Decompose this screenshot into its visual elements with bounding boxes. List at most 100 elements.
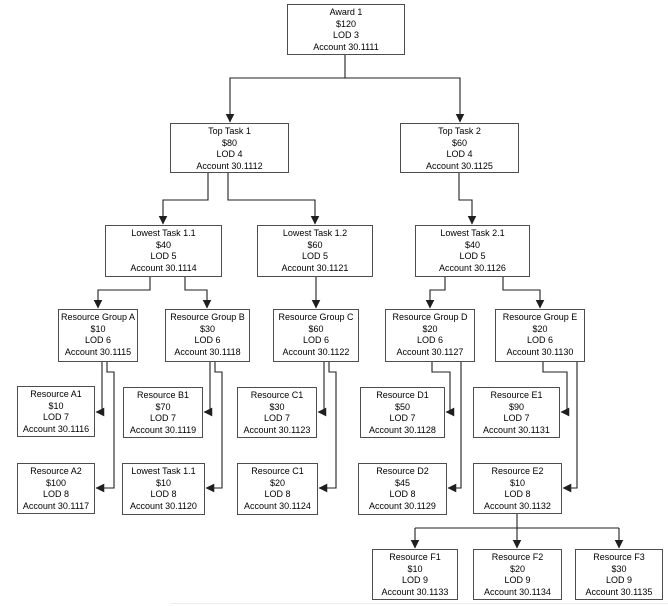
node-resource-e1: Resource E1 $90 LOD 7 Account 30.1131 (473, 387, 560, 438)
node-title: Top Task 1 (208, 126, 251, 136)
node-amount: $30 (269, 401, 285, 412)
node-top-task-2: Top Task 2 $60 LOD 4 Account 30.1125 (400, 123, 519, 173)
node-amount: $45 (394, 477, 411, 488)
node-title: Resource F3 (593, 552, 645, 562)
node-lod: LOD 7 (503, 413, 530, 423)
node-amount: $80 (221, 137, 238, 148)
node-lowest-task-1-1-lod8: Lowest Task 1.1 $10 LOD 8 Account 30.112… (122, 463, 205, 515)
node-resource-group-b: Resource Group B $30 LOD 6 Account 30.11… (165, 309, 250, 362)
edge-lowestTask11-groupA (93, 277, 151, 309)
node-lod: LOD 4 (446, 149, 473, 159)
node-resource-group-d: Resource Group D $20 LOD 6 Account 30.11… (385, 309, 475, 362)
node-lod: LOD 7 (389, 413, 416, 423)
node-lod: LOD 6 (84, 335, 111, 345)
node-amount: $60 (451, 137, 468, 148)
node-account: Account 30.1116 (22, 423, 90, 434)
node-title: Resource A1 (30, 389, 82, 399)
node-title: Resource A2 (30, 466, 82, 476)
node-title: Resource Group D (392, 312, 468, 322)
node-amount: $120 (335, 18, 357, 29)
node-title: Resource D2 (376, 466, 429, 476)
node-title: Resource E1 (490, 390, 543, 400)
node-title: Resource C1 (251, 466, 304, 476)
node-amount: $70 (155, 401, 171, 412)
node-amount: $20 (509, 563, 526, 574)
node-account: Account 30.1119 (129, 424, 197, 435)
node-lod: LOD 6 (194, 335, 221, 345)
node-account: Account 30.1126 (439, 262, 506, 273)
edge-topTask1-lowestTask12 (227, 173, 320, 225)
edge-groupB-lowestTask11b (205, 362, 223, 493)
node-resource-b1: Resource B1 $70 LOD 7 Account 30.1119 (123, 387, 203, 438)
node-account: Account 30.1128 (369, 424, 436, 435)
node-account: Account 30.1122 (282, 346, 350, 357)
node-amount: $60 (308, 323, 324, 334)
node-resource-group-c: Resource Group C $60 LOD 6 Account 30.11… (273, 309, 359, 362)
node-amount: $20 (532, 323, 548, 334)
edge-lowestTask11-groupB (184, 277, 212, 309)
edge-groupC-resC1a (317, 362, 327, 417)
node-account: Account 30.1117 (22, 500, 90, 511)
node-resource-c1-lod7: Resource C1 $30 LOD 7 Account 30.1123 (237, 387, 317, 438)
node-resource-group-a: Resource Group A $10 LOD 6 Account 30.11… (58, 309, 138, 362)
edge-groupA-resA1 (95, 362, 105, 417)
bottom-divider-line (170, 603, 668, 604)
edge-groupE-resE1 (542, 362, 570, 417)
node-amount: $90 (508, 401, 525, 412)
node-account: Account 30.1130 (506, 346, 574, 357)
node-amount: $10 (48, 400, 64, 411)
node-lod: LOD 7 (149, 413, 176, 423)
node-lod: LOD 8 (389, 489, 416, 499)
edge-groupB-resB1 (203, 362, 213, 417)
node-title: Resource D1 (376, 390, 429, 400)
edge-lowestTask21-groupE (502, 277, 545, 309)
node-title: Lowest Task 2.1 (440, 228, 505, 238)
node-amount: $60 (307, 239, 323, 250)
node-account: Account 30.1114 (130, 262, 197, 273)
node-account: Account 30.1131 (483, 424, 550, 435)
node-lod: LOD 5 (150, 251, 177, 261)
node-title: Top Task 2 (438, 126, 481, 136)
node-lod: LOD 6 (416, 335, 443, 345)
edge-groupD-resD1 (431, 362, 455, 417)
node-account: Account 30.1133 (381, 586, 449, 597)
node-amount: $40 (155, 239, 172, 250)
node-lod: LOD 5 (459, 251, 486, 261)
node-resource-e2: Resource E2 $10 LOD 8 Account 30.1132 (473, 463, 562, 514)
edge-resE2-stem (415, 514, 619, 529)
node-lod: LOD 7 (263, 413, 290, 423)
edge-groupC-resC1b (318, 362, 337, 493)
node-lowest-task-2-1: Lowest Task 2.1 $40 LOD 5 Account 30.112… (415, 225, 530, 277)
edge-topTask2-lowestTask21 (458, 173, 477, 225)
node-lowest-task-1-2: Lowest Task 1.2 $60 LOD 5 Account 30.112… (257, 225, 373, 277)
node-account: Account 30.1111 (313, 41, 379, 52)
node-resource-a2: Resource A2 $100 LOD 8 Account 30.1117 (17, 463, 95, 514)
node-account: Account 30.1129 (369, 500, 436, 511)
node-amount: $10 (509, 477, 526, 488)
node-account: Account 30.1134 (484, 586, 551, 597)
node-account: Account 30.1120 (130, 500, 197, 511)
node-amount: $50 (394, 401, 411, 412)
node-lod: LOD 3 (332, 30, 359, 40)
node-lod: LOD 5 (301, 251, 328, 261)
node-title: Resource Group A (60, 312, 136, 322)
node-amount: $30 (199, 323, 216, 334)
edge-groupD-resD2 (447, 362, 462, 493)
node-resource-group-e: Resource Group E $20 LOD 6 Account 30.11… (495, 309, 585, 362)
node-lowest-task-1-1: Lowest Task 1.1 $40 LOD 5 Account 30.111… (105, 225, 222, 277)
node-title: Resource Group B (170, 312, 245, 322)
node-lod: LOD 9 (401, 575, 428, 585)
node-account: Account 30.1121 (281, 262, 349, 273)
node-account: Account 30.1135 (585, 586, 653, 597)
node-amount: $10 (407, 563, 423, 574)
node-title: Resource Group E (502, 312, 578, 322)
node-amount: $40 (464, 239, 481, 250)
node-account: Account 30.1123 (243, 424, 311, 435)
node-account: Account 30.1124 (244, 500, 311, 511)
node-top-task-1: Top Task 1 $80 LOD 4 Account 30.1112 (170, 123, 289, 173)
node-title: Resource C1 (250, 390, 304, 400)
node-resource-c1-lod8: Resource C1 $20 LOD 8 Account 30.1124 (237, 463, 318, 515)
node-lod: LOD 7 (42, 412, 69, 422)
